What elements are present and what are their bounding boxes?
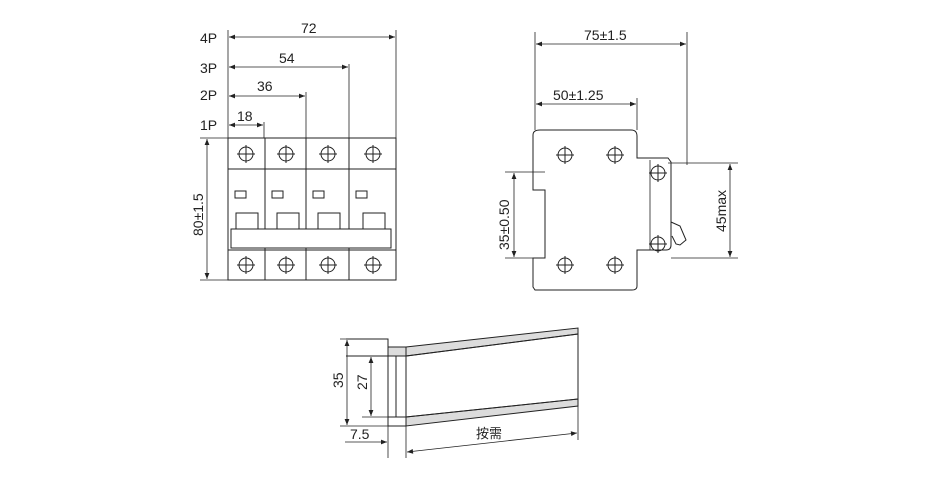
dim-rail-outer: 35 xyxy=(330,372,346,388)
dim-width-2p: 36 xyxy=(257,78,273,94)
pole-label-2p: 2P xyxy=(200,87,217,103)
pole-label-4p: 4P xyxy=(200,30,217,46)
dim-width-3p: 54 xyxy=(279,50,295,66)
terminal-screws-bottom xyxy=(237,256,382,274)
din-clip xyxy=(670,221,687,246)
dim-line-rail-length xyxy=(406,431,578,454)
side-profile xyxy=(532,129,672,291)
rail-view: 35 27 7.5 按需 xyxy=(330,327,579,458)
front-view: 4P 3P 2P 1P 72 54 36 18 xyxy=(190,20,397,281)
side-view: 75±1.5 50±1.25 35±0.50 45max xyxy=(496,27,738,291)
pole-label-1p: 1P xyxy=(200,117,217,133)
dim-mount-height: 35±0.50 xyxy=(496,199,512,250)
dim-inner-width: 50±1.25 xyxy=(553,87,604,103)
dim-width-4p: 72 xyxy=(301,20,317,36)
handle-tie-bar xyxy=(230,228,392,249)
indicator-windows xyxy=(234,190,368,199)
dim-overall-width: 75±1.5 xyxy=(584,27,627,43)
terminal-screws-top xyxy=(237,145,382,163)
breaker-body xyxy=(227,137,397,281)
side-screws xyxy=(556,146,667,274)
dim-max-height: 45max xyxy=(713,190,729,232)
dim-rail-length: 按需 xyxy=(476,427,502,442)
dim-height-label: 80±1.5 xyxy=(190,193,206,236)
dim-rail-inner: 27 xyxy=(354,374,370,390)
rail-profile xyxy=(346,338,407,427)
dim-rail-flange: 7.5 xyxy=(350,426,370,442)
pole-label-3p: 3P xyxy=(200,60,217,76)
dim-width-1p: 18 xyxy=(237,108,253,124)
